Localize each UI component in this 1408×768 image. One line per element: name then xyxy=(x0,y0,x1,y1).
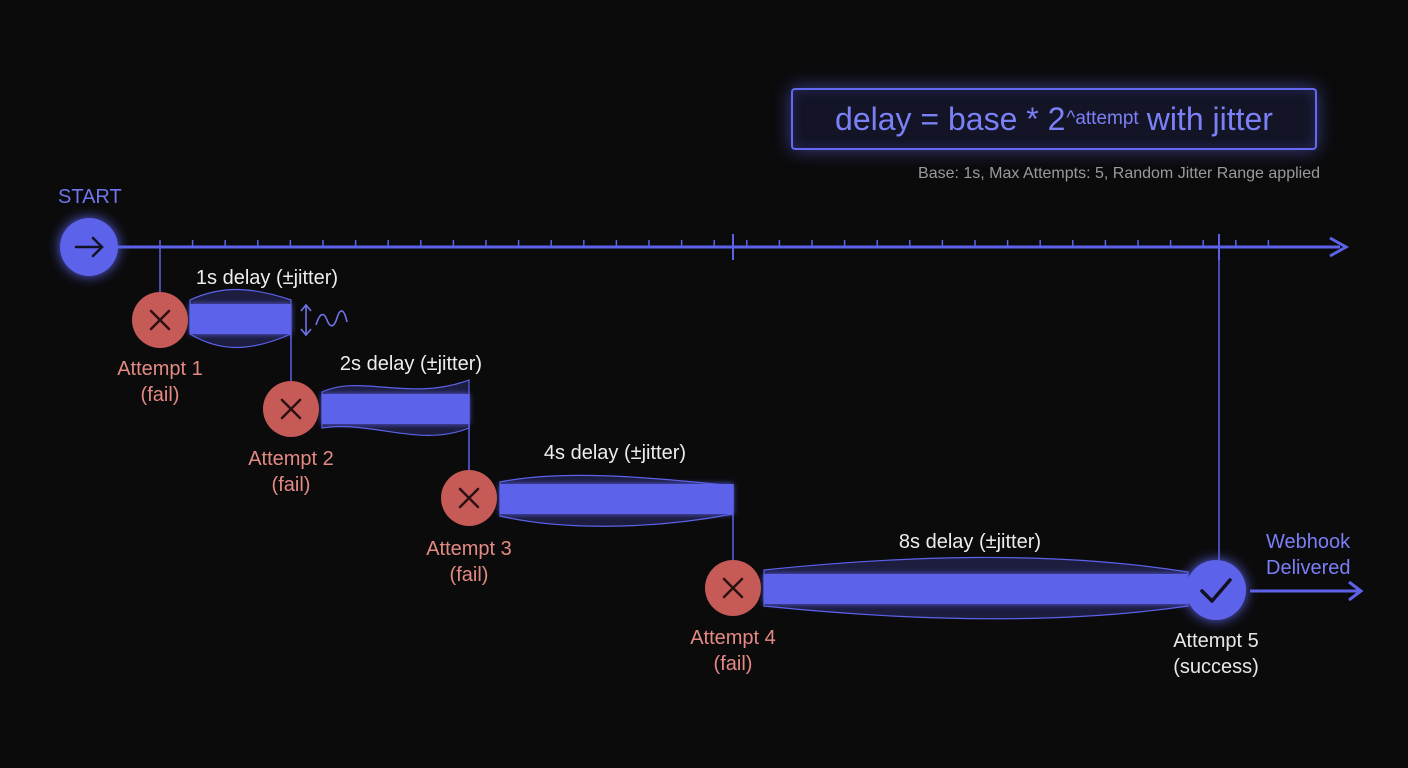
delay-bar-3 xyxy=(499,474,734,527)
close-icon xyxy=(149,309,171,331)
jitter-indicator-icon xyxy=(300,303,348,337)
close-icon xyxy=(722,577,744,599)
timeline-axis xyxy=(118,234,1350,260)
delay-label-4: 8s delay (±jitter) xyxy=(898,531,1042,553)
attempt-2-label: Attempt 2 (fail) xyxy=(248,446,334,498)
attempt-5-label: Attempt 5 (success) xyxy=(1173,628,1259,680)
checkmark-icon xyxy=(1200,578,1232,603)
attempt-1-status: (fail) xyxy=(140,384,180,406)
attempt-4-title: Attempt 4 xyxy=(690,627,776,649)
delay-label-3: 4s delay (±jitter) xyxy=(543,442,687,464)
formula-subtitle: Base: 1s, Max Attempts: 5, Random Jitter… xyxy=(918,165,1320,182)
formula-exponent: ^attempt xyxy=(1066,108,1139,129)
attempt-4-label: Attempt 4 (fail) xyxy=(690,625,776,677)
attempt-2-fail-node xyxy=(263,381,319,437)
attempt-3-label: Attempt 3 (fail) xyxy=(426,536,512,588)
attempt-1-title: Attempt 1 xyxy=(117,358,203,380)
attempt-3-fail-node xyxy=(441,470,497,526)
webhook-delivered-label: Webhook Delivered xyxy=(1266,529,1350,581)
attempt-4-fail-node xyxy=(705,560,761,616)
close-icon xyxy=(458,487,480,509)
attempt-3-title: Attempt 3 xyxy=(426,538,512,560)
attempt-4-status: (fail) xyxy=(713,653,753,675)
attempt-2-title: Attempt 2 xyxy=(248,448,334,470)
attempt-2-status: (fail) xyxy=(271,474,311,496)
formula-suffix: with jitter xyxy=(1146,100,1273,137)
axis-arrowhead-icon xyxy=(1329,236,1350,258)
attempt-5-title: Attempt 5 xyxy=(1173,630,1259,652)
attempt-3-status: (fail) xyxy=(449,564,489,586)
attempt-5-status: (success) xyxy=(1173,656,1259,678)
start-label: START xyxy=(58,186,122,208)
delay-bar-4 xyxy=(763,556,1189,620)
delivery-arrow xyxy=(1250,580,1364,602)
formula-main: delay = base * 2 xyxy=(835,100,1066,137)
attempt-1-label: Attempt 1 (fail) xyxy=(117,356,203,408)
delay-bar-1 xyxy=(189,288,292,348)
delay-label-2: 2s delay (±jitter) xyxy=(339,353,483,375)
attempt-5-success-node xyxy=(1186,560,1246,620)
arrow-right-icon xyxy=(1348,580,1364,602)
close-icon xyxy=(280,398,302,420)
formula-box: delay = base * 2^attempt with jitter xyxy=(791,88,1317,150)
delivered-line-2: Delivered xyxy=(1266,557,1351,579)
attempt-1-fail-node xyxy=(132,292,188,348)
arrow-right-icon xyxy=(74,236,104,258)
delivered-line-1: Webhook xyxy=(1266,531,1351,553)
delay-label-1: 1s delay (±jitter) xyxy=(195,267,339,289)
delay-bar-2 xyxy=(321,379,470,436)
